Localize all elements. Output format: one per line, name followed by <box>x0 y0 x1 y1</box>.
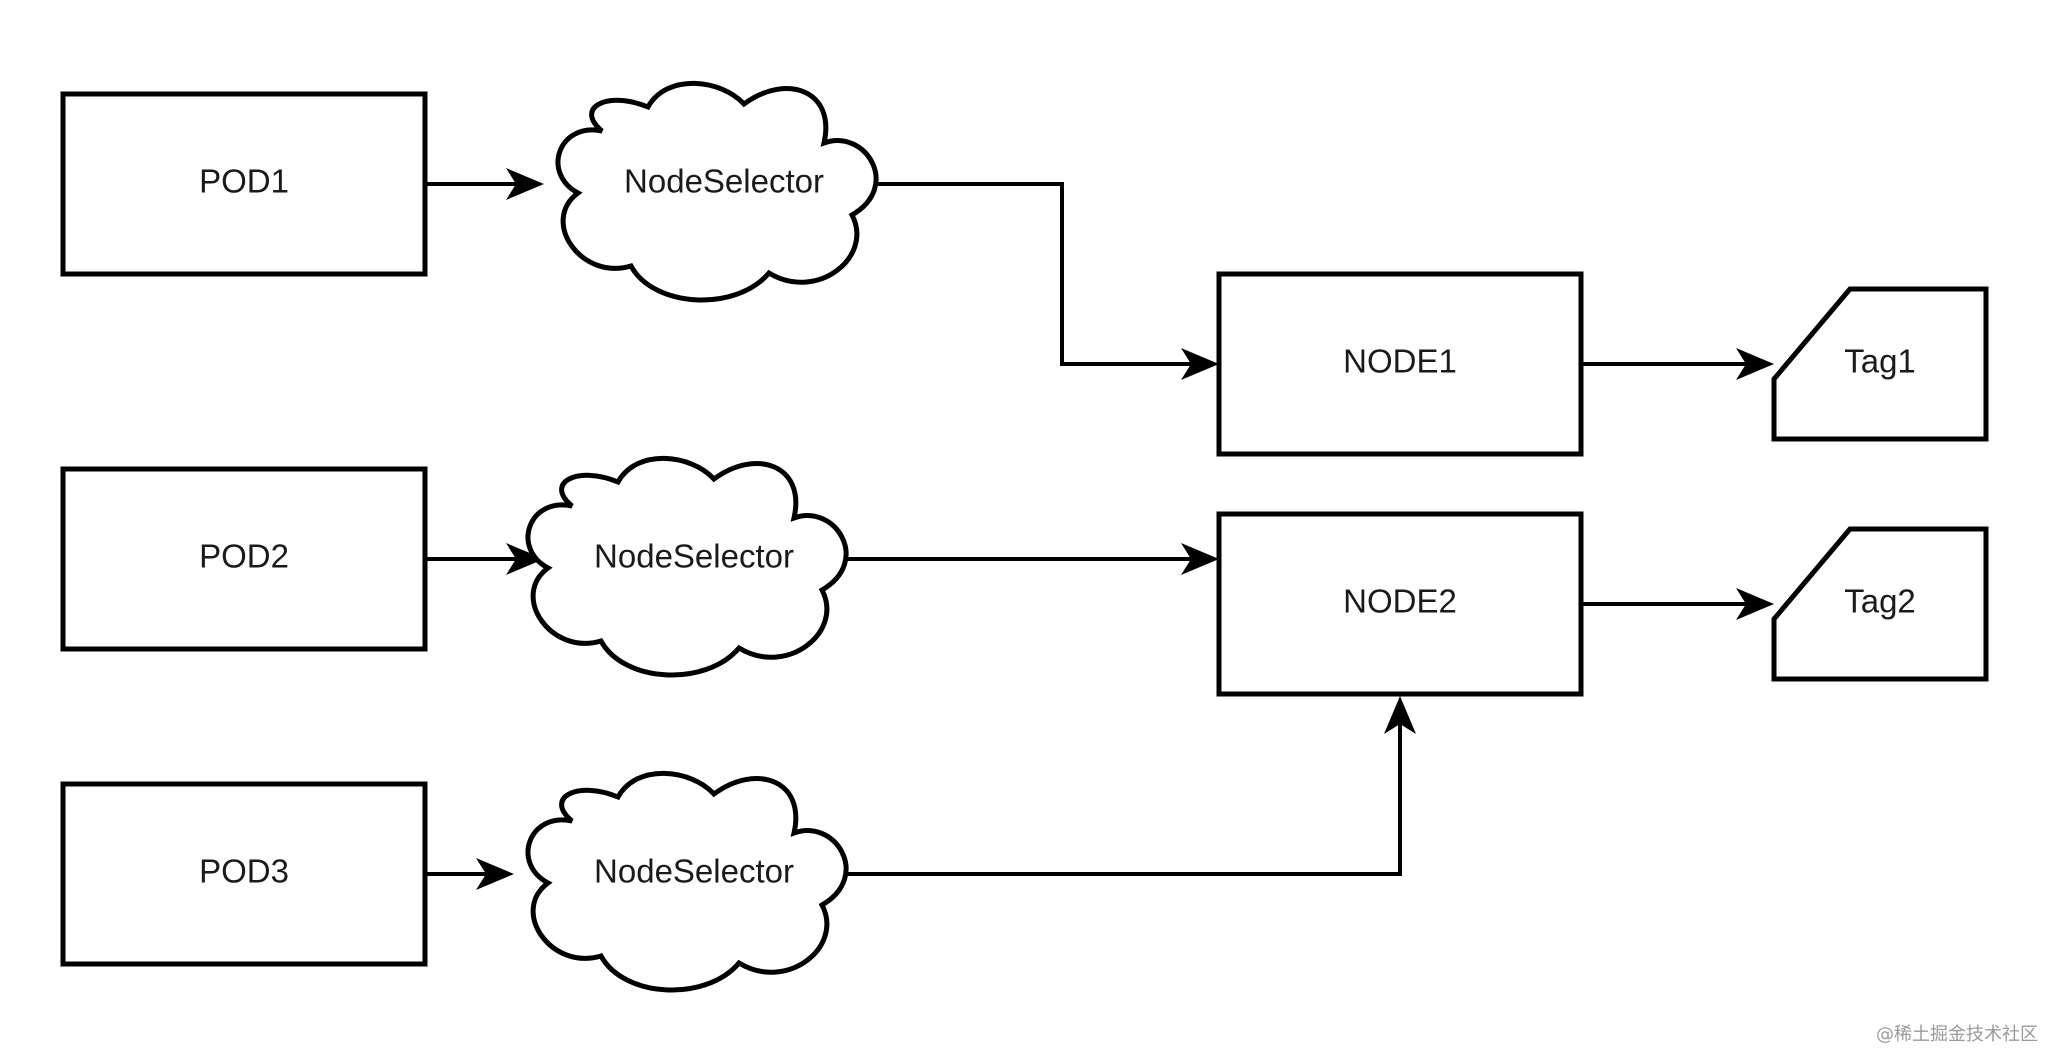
tag1-label: Tag1 <box>1844 343 1916 380</box>
pod1-label: POD1 <box>199 163 289 200</box>
selector1-cloud[interactable]: NodeSelector <box>558 83 876 300</box>
selector3-cloud[interactable]: NodeSelector <box>528 773 846 990</box>
pod2-label: POD2 <box>199 538 289 575</box>
selector2-label: NodeSelector <box>594 538 794 575</box>
selector1-label: NodeSelector <box>624 163 824 200</box>
arrowhead <box>506 543 544 575</box>
edge-selector1-node1 <box>868 182 1195 366</box>
edges <box>427 168 1774 890</box>
tag2-label: Tag2 <box>1844 583 1916 620</box>
arrowhead <box>506 168 544 200</box>
watermark: @稀土掘金技术社区 <box>1876 1024 2038 1045</box>
pod3-label: POD3 <box>199 853 289 890</box>
arrowhead <box>1736 348 1774 380</box>
arrowhead <box>1736 588 1774 620</box>
tag2-card[interactable]: Tag2 <box>1771 526 1989 682</box>
arrowhead <box>1384 696 1416 734</box>
node1-label: NODE1 <box>1343 343 1457 380</box>
arrowhead <box>1181 348 1219 380</box>
pod3-box[interactable]: POD3 <box>60 781 428 967</box>
node2-label: NODE2 <box>1343 583 1457 620</box>
selector3-label: NodeSelector <box>594 853 794 890</box>
tag1-card[interactable]: Tag1 <box>1771 286 1989 442</box>
pod1-box[interactable]: POD1 <box>60 91 428 277</box>
selector2-cloud[interactable]: NodeSelector <box>528 458 846 675</box>
pod2-box[interactable]: POD2 <box>60 466 428 652</box>
node1-box[interactable]: NODE1 <box>1216 271 1584 457</box>
edge-selector3-node2 <box>832 720 1402 876</box>
node2-box[interactable]: NODE2 <box>1216 511 1584 697</box>
arrowhead <box>476 858 514 890</box>
arrowhead <box>1181 543 1219 575</box>
